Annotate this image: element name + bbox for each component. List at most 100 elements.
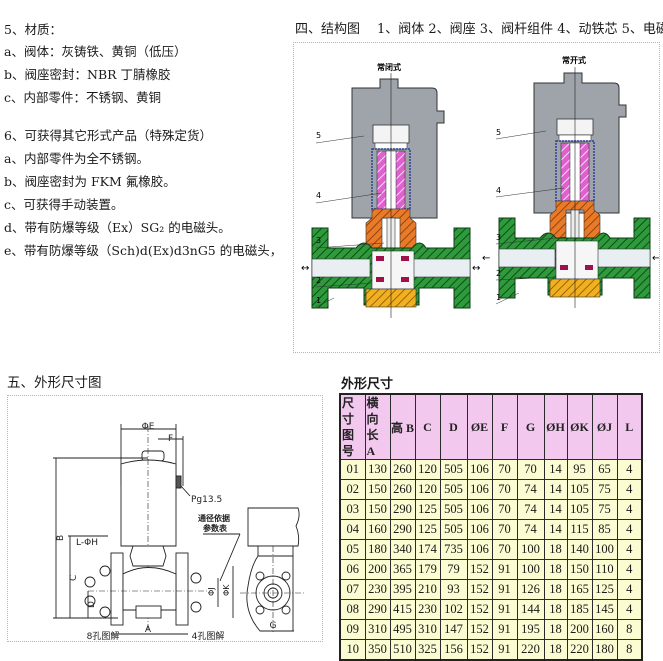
table-cell: 230 [364,579,391,600]
table-cell: 180 [364,539,391,560]
part-number-4: 4 [316,191,321,200]
table-cell: 174 [414,539,441,560]
column-header: C [414,393,441,460]
table-cell: 125 [591,579,618,600]
outline-drawing: ΦE F Pg13.5 B C D L-ΦH A [53,422,306,642]
table-cell: 140 [566,539,593,560]
table-cell: 195 [516,619,545,640]
table-cell: 160 [591,619,618,640]
label-holes-8: 8孔图解 [87,630,120,641]
table-cell: 79 [439,559,468,580]
table-cell: 325 [414,639,441,661]
table-cell: 144 [516,599,545,620]
table-cell: 4 [616,519,643,540]
table-cell: 14 [543,499,568,520]
part-number-1: 1 [316,296,321,305]
column-header-text: 高 B [390,420,414,435]
part-number-1-open: 1 [496,293,501,302]
table-cell: 120 [414,459,441,480]
materials-heading: 5、材质： [4,22,62,37]
column-header-text: C [423,419,432,434]
table-cell: 4 [616,459,643,480]
normally-open-valve: 常开式 ← ← 5 4 3 2 1 [482,55,660,308]
column-header-text: F [500,419,509,434]
table-cell: 510 [389,639,416,661]
table-cell: 18 [543,619,568,640]
column-header: D [439,393,468,460]
table-cell: 74 [516,499,545,520]
label-f: F [168,434,173,444]
label-d: D [87,601,97,608]
table-cell: 260 [389,479,416,500]
structure-diagram-box: 常闭式 ↔ ↔ 5 4 3 [293,42,660,353]
table-cell: 91 [491,559,518,580]
table-cell: 91 [491,639,518,661]
table-cell: 18 [543,599,568,620]
label-j: ΦJ [207,587,216,596]
table-cell: 4 [616,499,643,520]
table-cell: 18 [543,539,568,560]
table-cell: 105 [566,479,593,500]
table-cell: 310 [414,619,441,640]
svg-text:←: ← [482,253,490,264]
table-cell: 75 [591,499,618,520]
table-cell: 165 [566,579,593,600]
table-cell: 91 [491,579,518,600]
table-cell: 290 [364,599,391,620]
special-item-b: b、阀座密封为 FKM 氟橡胶。 [4,174,176,189]
svg-text:←: ← [652,253,659,264]
table-cell: 09 [339,619,366,640]
table-cell: 147 [439,619,468,640]
table-cell: 14 [543,479,568,500]
label-k: ΦK [222,584,231,596]
structure-diagram: 常闭式 ↔ ↔ 5 4 3 [301,55,660,318]
outline-title: 五、外形尺寸图 [7,375,102,391]
table-cell: 70 [491,459,518,480]
table-cell: 395 [389,579,416,600]
table-cell: 07 [339,579,366,600]
table-cell: 10 [339,639,366,661]
table-cell: 260 [389,459,416,480]
label-b: B [56,535,66,541]
table-cell: 120 [414,479,441,500]
svg-text:↔: ↔ [301,263,309,274]
materials-item-a: a、阀体：灰铸铁、黄铜（低压） [4,44,187,59]
note-line-2: 参数表 [202,523,228,533]
table-cell: 152 [466,639,493,661]
column-header-text: 长 A [366,428,379,458]
special-item-c: c、可获得手动装置。 [4,197,124,212]
label-a: A [145,625,152,635]
table-cell: 505 [439,499,468,520]
column-header: 高 B [389,393,416,460]
label-c: C [69,575,79,581]
table-cell: 106 [466,479,493,500]
column-header: 尺寸图号 [339,393,366,460]
table-cell: 152 [466,599,493,620]
table-cell: 14 [543,459,568,480]
table-cell: 70 [491,479,518,500]
label-g: G [270,621,277,631]
table-cell: 310 [364,619,391,640]
table-cell: 150 [364,499,391,520]
table-cell: 152 [466,619,493,640]
table-cell: 290 [389,499,416,520]
table-cell: 200 [566,619,593,640]
table-cell: 14 [543,519,568,540]
column-header-text: ØE [470,419,489,434]
column-header-text: ØH [546,419,565,434]
table-cell: 505 [439,519,468,540]
table-cell: 200 [364,559,391,580]
table-cell: 179 [414,559,441,580]
bonnet [365,208,417,254]
table-cell: 74 [516,479,545,500]
table-cell: 290 [389,519,416,540]
